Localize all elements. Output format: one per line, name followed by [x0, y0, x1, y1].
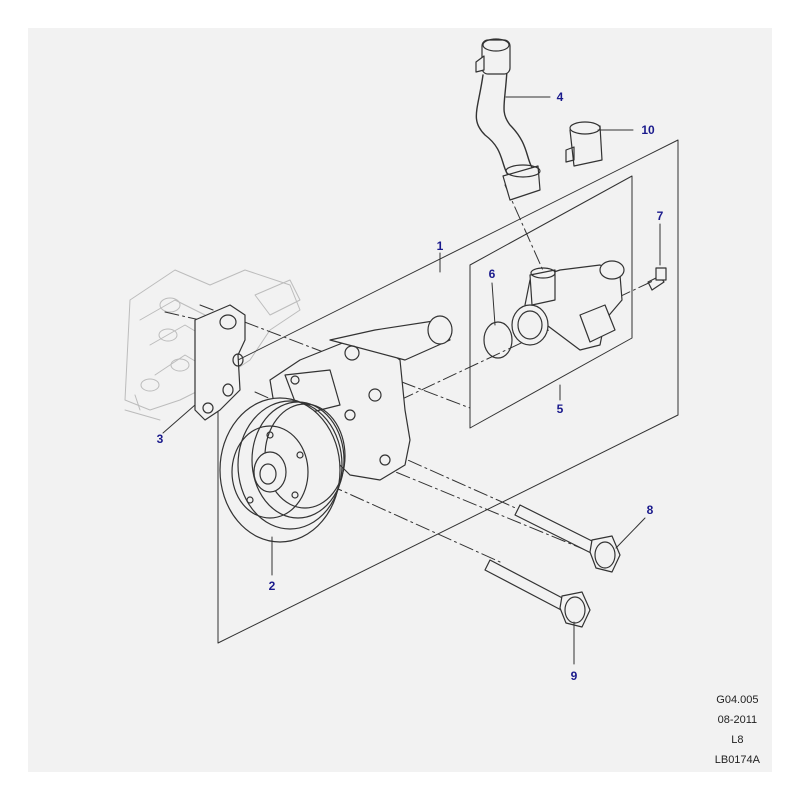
leader-lines: [162, 96, 661, 665]
assembly-5-boundary: [469, 175, 633, 429]
callouts: 1 2 3 4 5 6 7 8 9 10: [157, 90, 664, 683]
exploded-parts-diagram: 1 2 3 4 5 6 7 8 9 10: [124, 38, 679, 683]
cap-part-10: [565, 121, 603, 167]
bolt-part-9: [484, 559, 591, 628]
callout-4: 4: [557, 90, 564, 104]
gasket-part-3: [194, 304, 246, 421]
drawing-metadata: G04.005 08-2011 L8 LB0174A: [715, 690, 760, 770]
water-pump-body: [269, 315, 453, 481]
bolt-part-8: [514, 504, 621, 573]
callout-9: 9: [571, 669, 578, 683]
pulley-part-2: [219, 397, 346, 543]
small-bolt-part-7: [647, 267, 667, 291]
callout-8: 8: [647, 503, 654, 517]
assembly-1-boundary: [217, 139, 679, 644]
o-ring-part-6: [483, 321, 513, 359]
engine-block-ghost: [124, 269, 301, 421]
callout-6: 6: [489, 267, 496, 281]
callout-3: 3: [157, 432, 164, 446]
reference-code: G04.005: [716, 694, 759, 706]
callout-10: 10: [641, 123, 655, 137]
callout-7: 7: [657, 209, 664, 223]
revision-date: 08-2011: [717, 714, 758, 726]
model-code: L8: [731, 734, 744, 746]
diagram-frame: 1 2 3 4 5 6 7 8 9 10: [28, 28, 772, 772]
callout-1: 1: [437, 239, 444, 253]
callout-5: 5: [557, 402, 564, 416]
thermostat-housing-part-5: [511, 260, 625, 351]
drawing-id: LB0174A: [714, 754, 760, 766]
callout-2: 2: [269, 579, 276, 593]
coolant-hose-part-4: [475, 38, 541, 201]
